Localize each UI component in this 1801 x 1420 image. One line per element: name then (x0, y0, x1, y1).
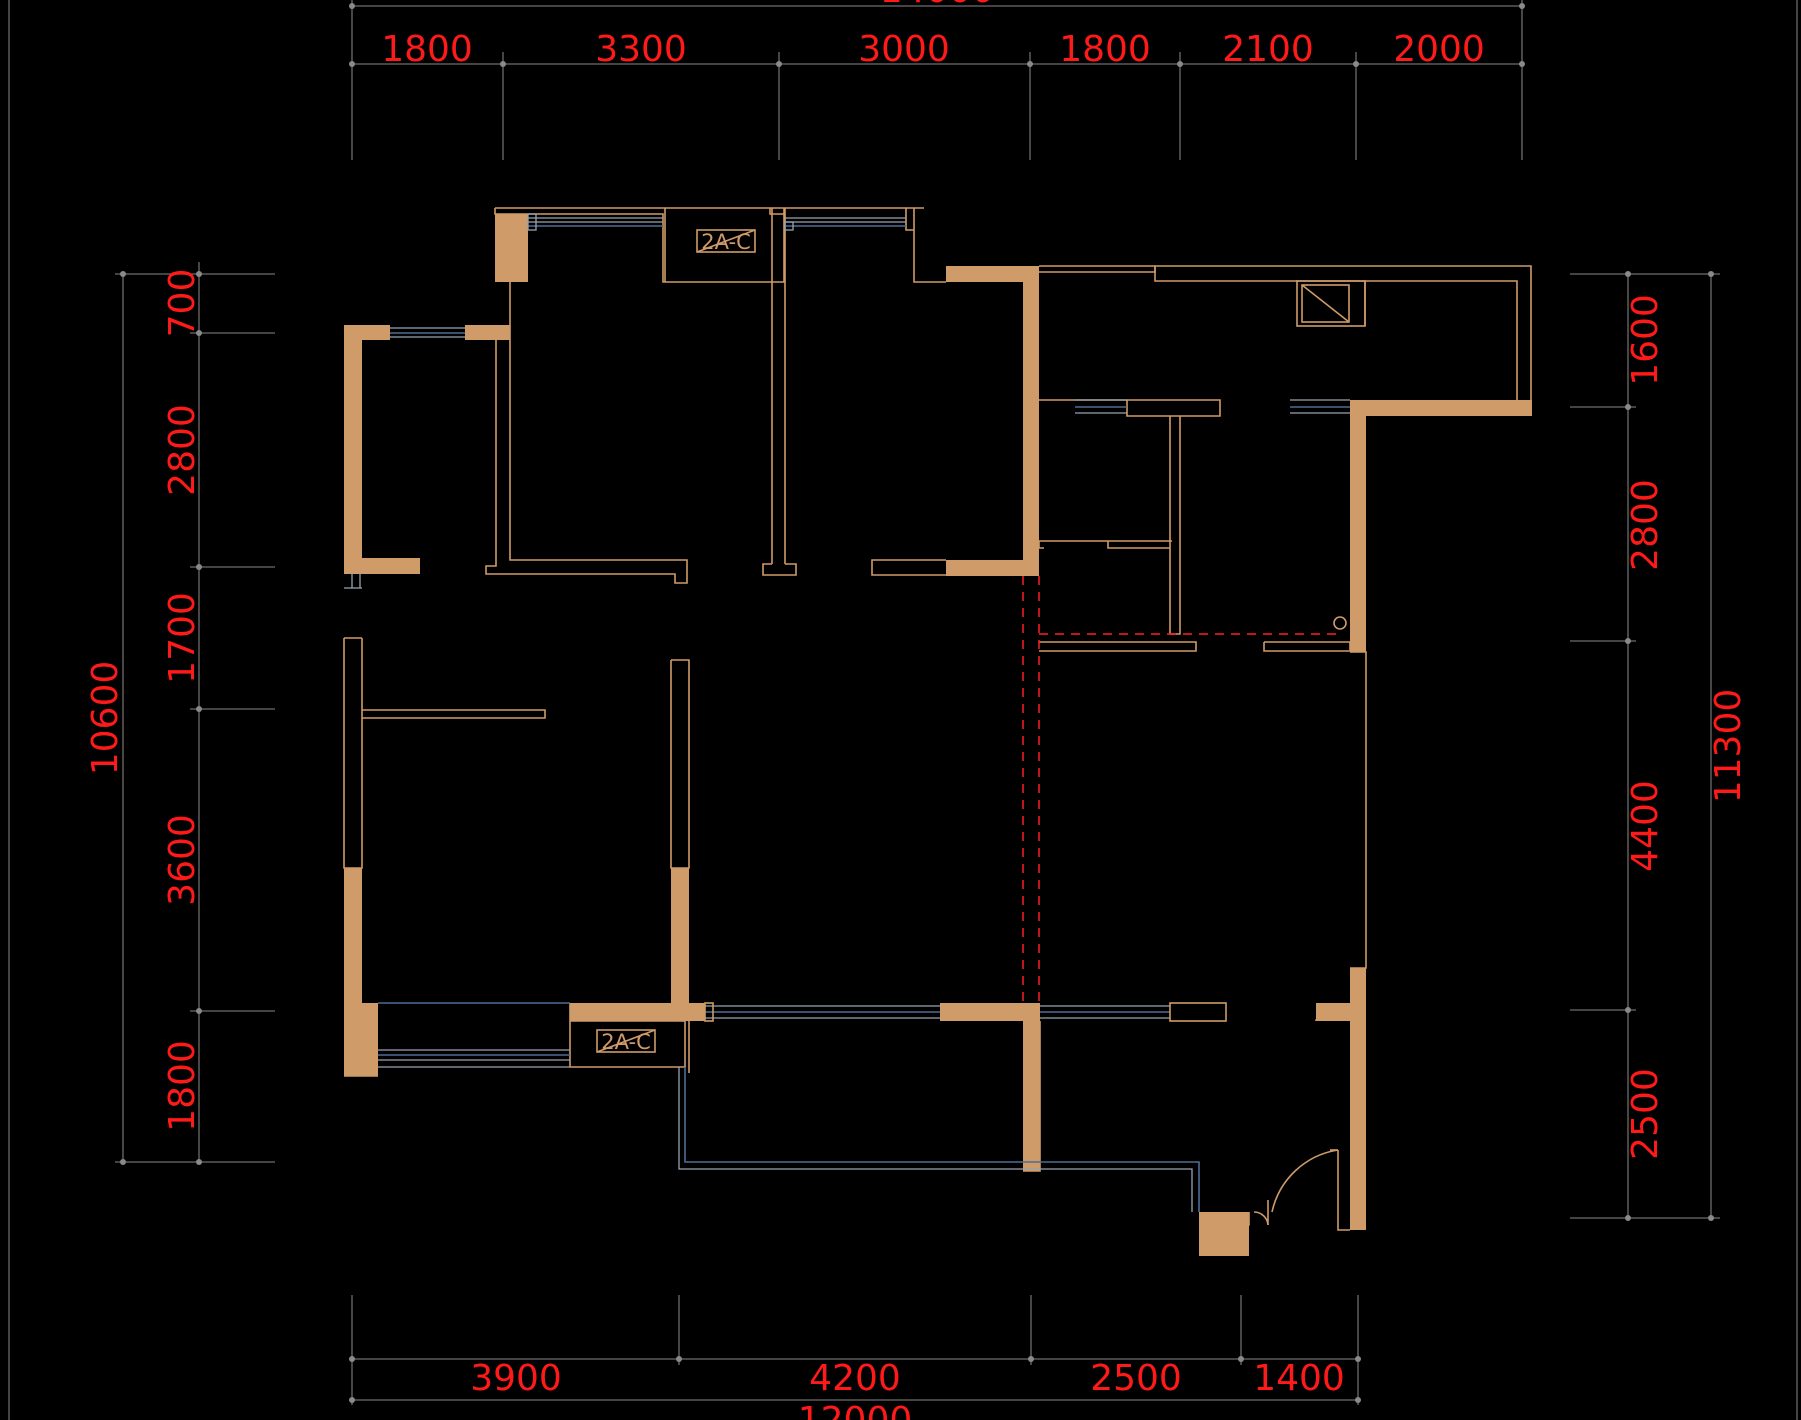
dim-top-total: 14000 (880, 0, 995, 11)
dim-top-1: 1800 (381, 29, 473, 70)
dim-top-6: 2000 (1393, 29, 1485, 70)
dim-top-2: 3300 (595, 29, 687, 70)
dim-top-3: 3000 (858, 29, 950, 70)
windows (344, 213, 1350, 1212)
dim-right-3: 4400 (1625, 780, 1666, 872)
top-dimension-chain: 14000 1800 3300 3000 1800 2100 2000 (349, 0, 1525, 160)
partition-walls (343, 207, 1532, 1231)
floor-plan: 2A-C 2A-C (343, 207, 1532, 1256)
dim-left-4: 3600 (162, 814, 203, 906)
dim-right-4: 2500 (1625, 1068, 1666, 1160)
dim-top-5: 2100 (1222, 29, 1314, 70)
ac-unit-bottom: 2A-C (596, 1029, 656, 1054)
dim-bottom-3: 2500 (1090, 1358, 1182, 1399)
dim-bottom-4: 1400 (1253, 1358, 1345, 1399)
dim-top-4: 1800 (1059, 29, 1151, 70)
dim-right-total: 11300 (1708, 689, 1749, 804)
dim-left-total: 10600 (85, 661, 126, 776)
dim-right-1: 1600 (1625, 294, 1666, 386)
dim-left-3: 1700 (162, 592, 203, 684)
right-dimension-chain: 1600 2800 4400 2500 11300 (1570, 271, 1749, 1221)
bottom-dimension-chain: 3900 4200 2500 1400 12000 (349, 1295, 1361, 1420)
ac-label-top: 2A-C (701, 230, 751, 254)
ac-unit-top: 2A-C (696, 229, 756, 254)
dashed-guides (1022, 576, 1340, 1003)
dim-bottom-1: 3900 (470, 1358, 562, 1399)
dim-bottom-total: 12000 (798, 1400, 913, 1420)
dim-left-5: 1800 (162, 1040, 203, 1132)
entry-door (1253, 1149, 1339, 1226)
dim-bottom-2: 4200 (809, 1358, 901, 1399)
structural-walls (344, 214, 1532, 1256)
dim-left-2: 2800 (162, 404, 203, 496)
left-dimension-chain: 700 2800 1700 3600 1800 10600 (85, 262, 275, 1165)
ac-label-bottom: 2A-C (601, 1030, 651, 1054)
dim-left-1: 700 (162, 269, 203, 338)
dim-right-2: 2800 (1625, 479, 1666, 571)
